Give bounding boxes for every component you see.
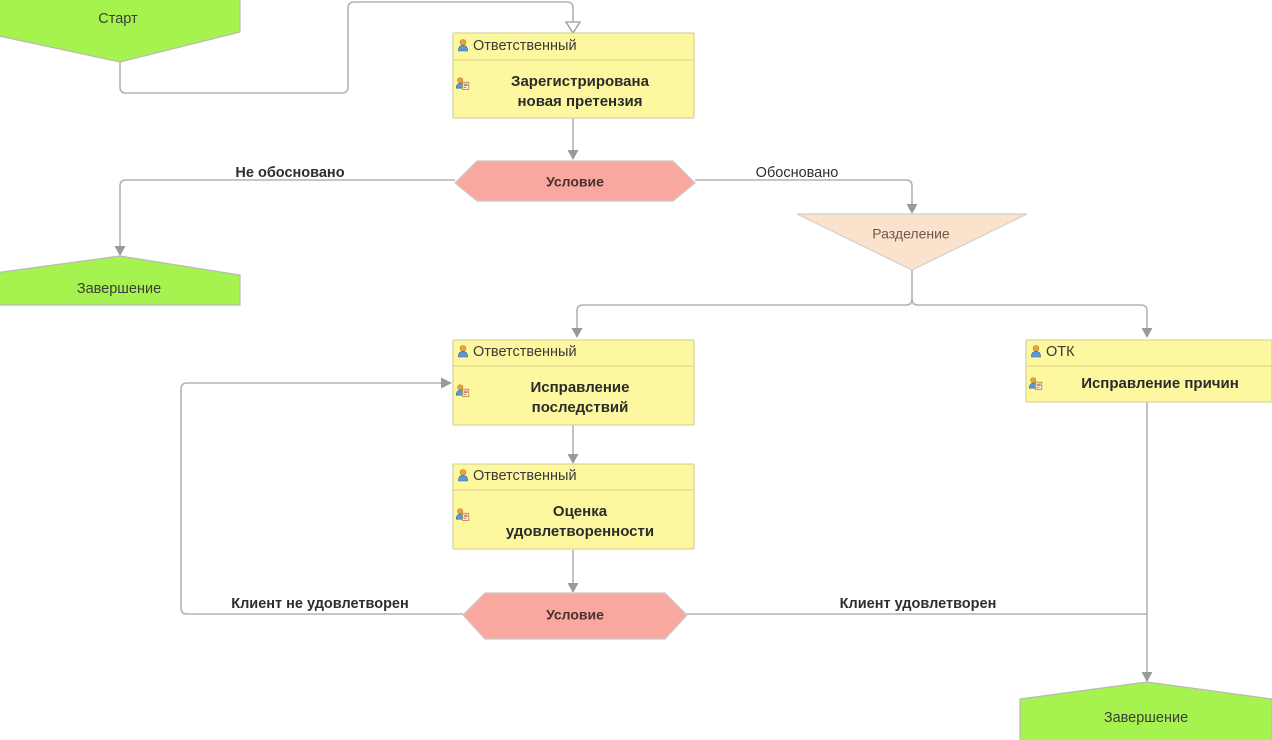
node-end-left[interactable]: Завершение — [0, 255, 241, 306]
satisfaction-line1: Оценка — [553, 503, 608, 520]
satisfaction-role: Ответственный — [473, 468, 577, 484]
edge-condition2-client-not-satisfied — [180, 382, 463, 615]
arrowhead-condition1-top — [567, 150, 579, 160]
condition2-label: Условие — [546, 607, 604, 623]
end-left-label: Завершение — [77, 281, 161, 297]
condition2-shape — [462, 592, 688, 640]
arrowhead-end-right-top — [1141, 672, 1153, 682]
arrowhead-fix-consequences-left — [441, 377, 452, 389]
edge-split-to-fix-consequences — [576, 268, 913, 330]
arrowhead-register-top — [564, 21, 582, 35]
node-task-register[interactable]: Ответственный Зарегистрирована новая пре… — [452, 32, 695, 119]
node-condition-2[interactable]: Условие — [462, 592, 688, 640]
edge-split-to-fix-causes — [911, 298, 1148, 330]
end-right-shape — [1019, 681, 1272, 740]
split-label: Разделение — [872, 226, 950, 242]
arrowhead-fix-consequences-top — [571, 328, 583, 338]
edge-label-client-satisfied: Клиент удовлетворен — [840, 596, 997, 612]
satisfaction-box — [452, 463, 695, 550]
arrowhead-fix-causes-top — [1141, 328, 1153, 338]
arrowhead-condition2-top — [567, 583, 579, 593]
fix-consequences-role: Ответственный — [473, 344, 577, 360]
fix-causes-role: ОТК — [1046, 344, 1075, 360]
edge-start-to-register — [119, 1, 574, 94]
start-shape — [0, 0, 241, 63]
node-end-right[interactable]: Завершение — [1019, 681, 1272, 740]
end-right-label: Завершение — [1104, 710, 1188, 726]
fix-consequences-box — [452, 339, 695, 426]
node-split[interactable]: Разделение — [796, 213, 1028, 271]
arrowhead-satisfaction-top — [567, 454, 579, 464]
fix-causes-box — [1025, 339, 1272, 403]
split-shape — [796, 213, 1028, 271]
node-task-satisfaction[interactable]: Ответственный Оценка удовлетворенности — [452, 463, 695, 550]
node-task-fix-causes[interactable]: ОТК Исправление причин — [1025, 339, 1272, 403]
register-line1: Зарегистрирована — [511, 73, 650, 90]
edge-label-client-not-satisfied: Клиент не удовлетворен — [231, 596, 409, 612]
start-label: Старт — [98, 11, 138, 27]
edge-label-justified: Обосновано — [756, 165, 839, 181]
edge-label-not-justified: Не обосновано — [235, 165, 344, 181]
satisfaction-line2: удовлетворенности — [506, 523, 654, 540]
register-line2: новая претензия — [517, 93, 642, 110]
arrowhead-end-left-top — [114, 246, 126, 256]
node-condition-1[interactable]: Условие — [454, 160, 696, 202]
node-task-fix-consequences[interactable]: Ответственный Исправление последствий — [452, 339, 695, 426]
register-role: Ответственный — [473, 38, 577, 54]
fix-causes-line1: Исправление причин — [1081, 375, 1239, 392]
fix-consequences-line1: Исправление — [530, 379, 629, 396]
condition1-label: Условие — [546, 174, 604, 190]
arrowhead-split-top — [906, 204, 918, 214]
register-box — [452, 32, 695, 119]
fix-consequences-line2: последствий — [532, 399, 629, 416]
condition1-shape — [454, 160, 696, 202]
node-start[interactable]: Старт — [0, 0, 241, 63]
edge-condition1-not-justified — [119, 179, 455, 248]
end-left-shape — [0, 255, 241, 306]
edge-condition1-justified — [695, 179, 913, 206]
